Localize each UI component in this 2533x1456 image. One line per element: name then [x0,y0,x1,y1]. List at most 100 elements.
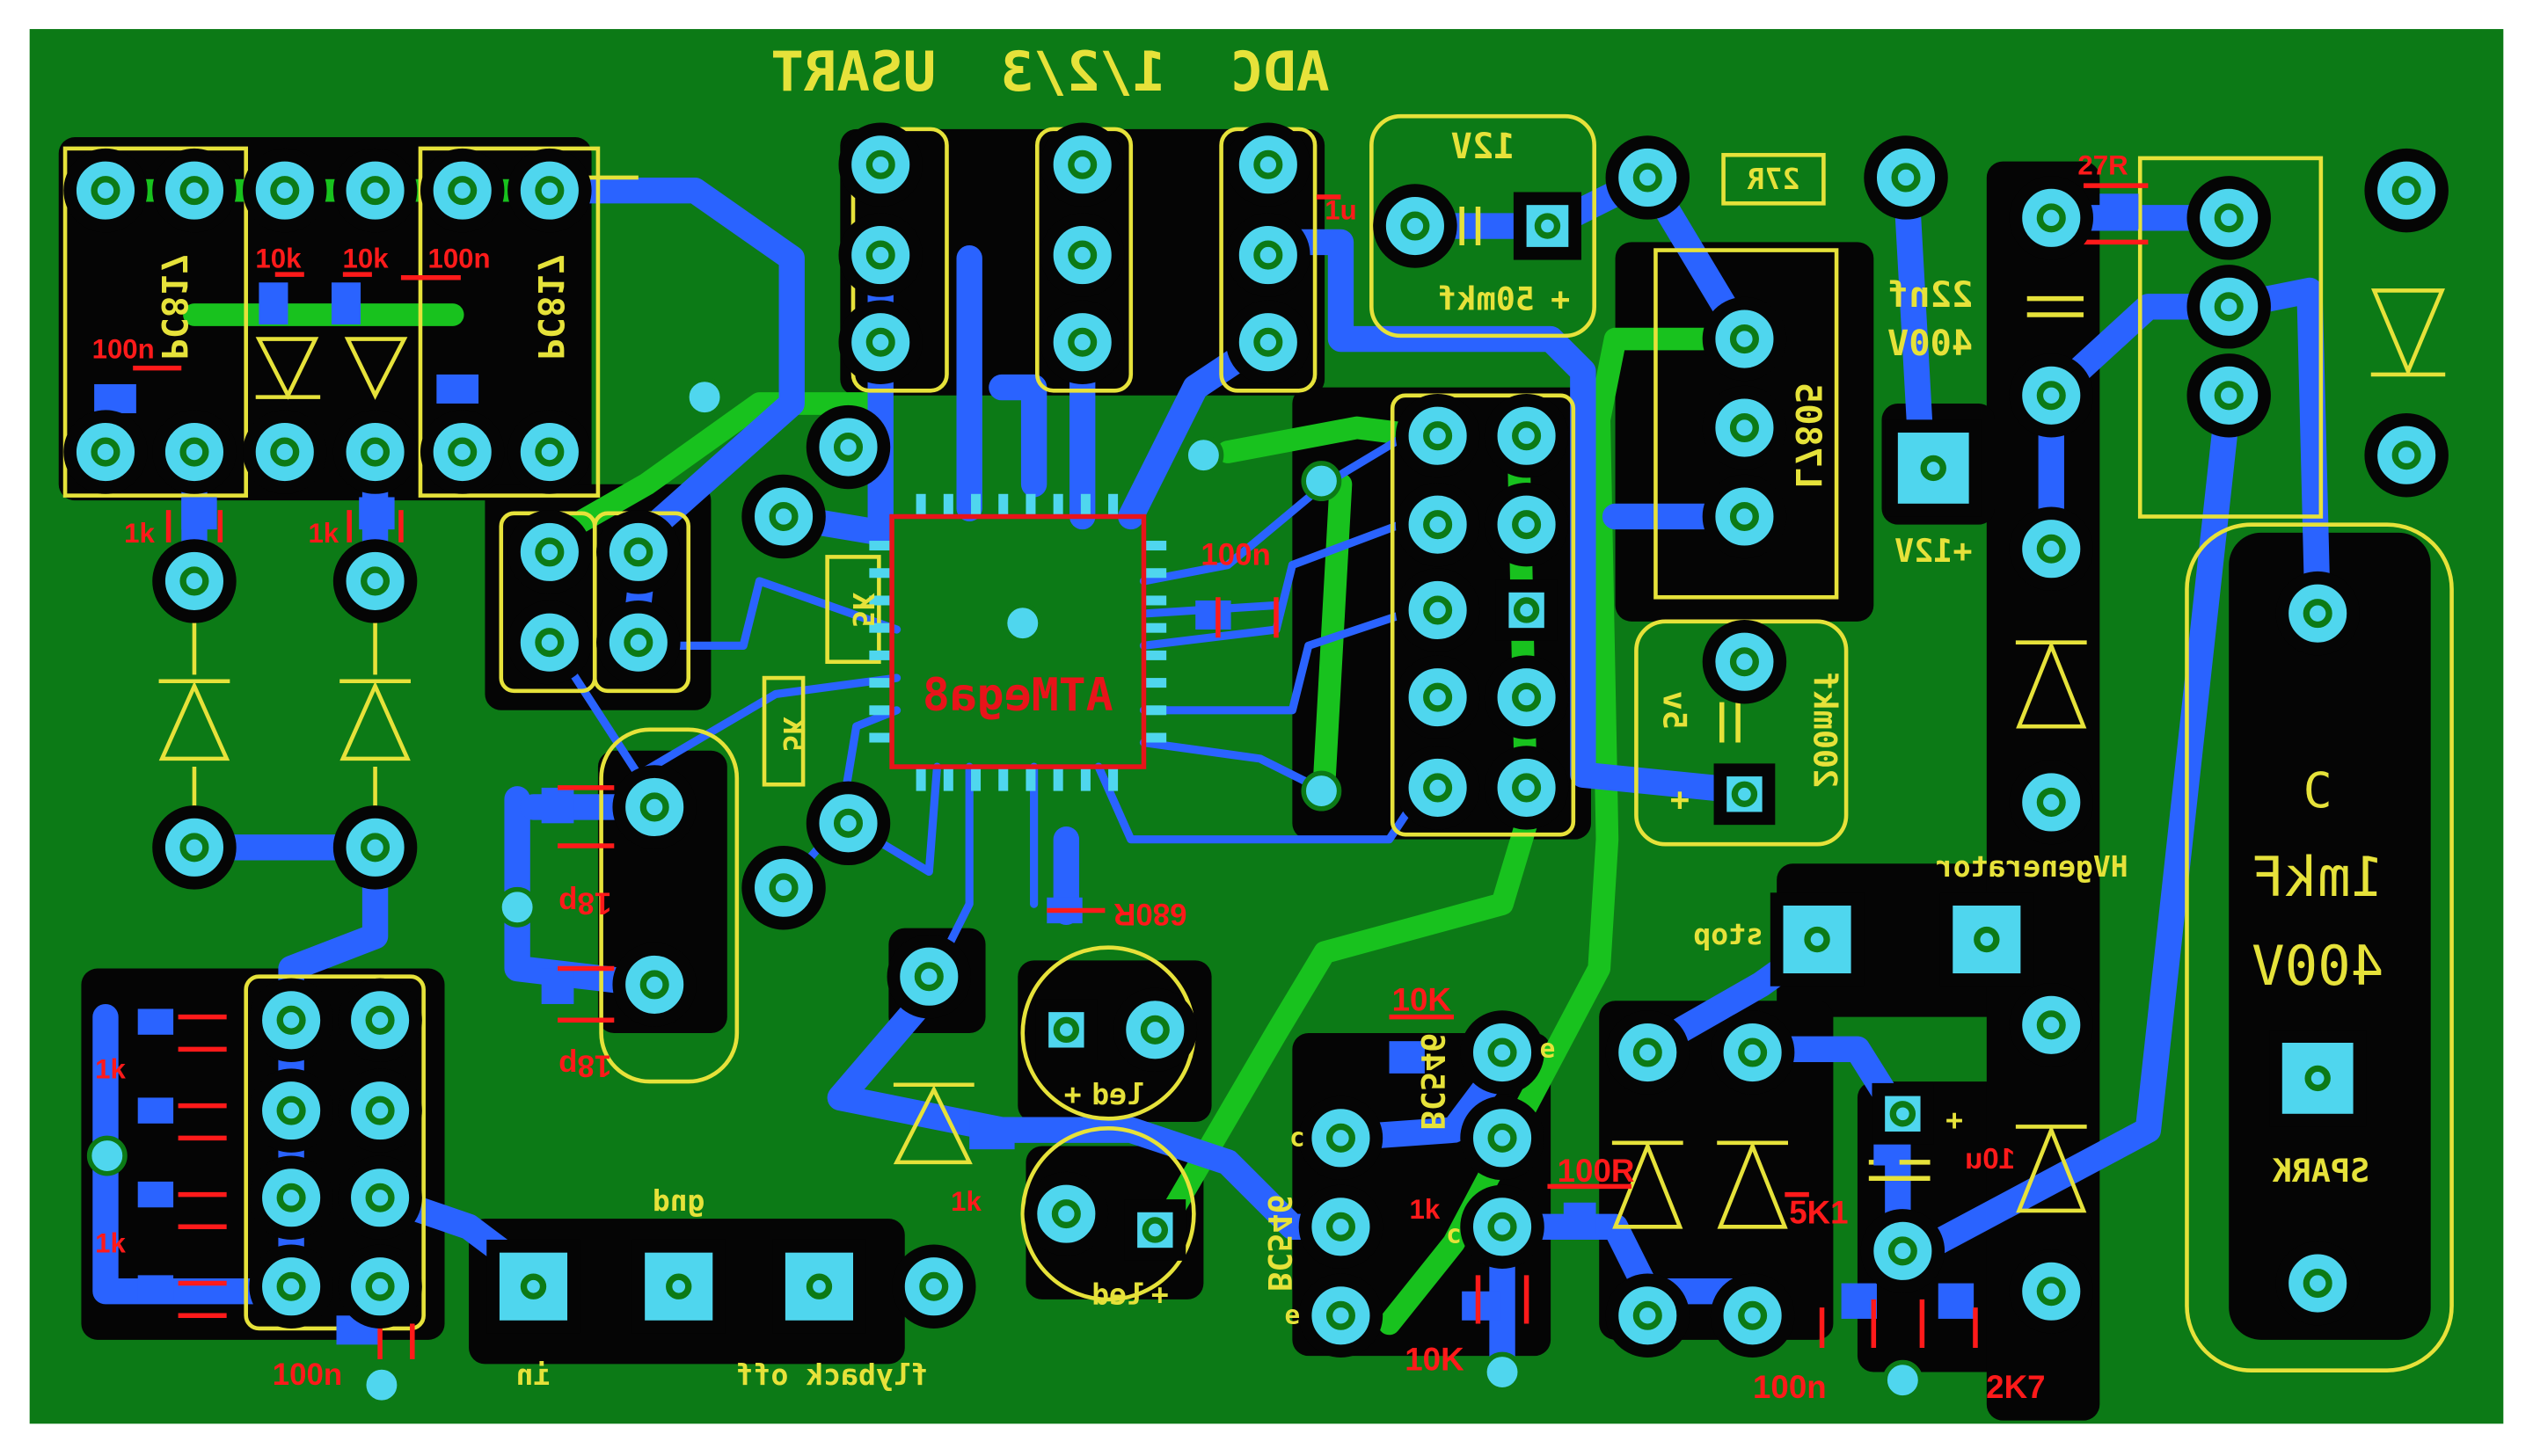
pad-drill-hole [2036,203,2066,233]
silkscreen-outlines [62,113,2454,1372]
through-hole-pad [2186,176,2271,260]
pad-drill-hole [448,437,478,467]
through-hole-pad [741,474,826,559]
chip-label: ATMega8 [923,669,1113,722]
pad-drill-hole [1068,149,1098,179]
pad-drill-hole [179,176,209,206]
square-pad [1713,763,1776,826]
pad-drill-hole [1051,1199,1081,1229]
bc546-upper-e: e [1540,1034,1556,1064]
pad-drill-hole [1632,163,1662,193]
chip-pin [1143,705,1167,716]
value-1k-d: 1k [95,1053,126,1084]
pad-drill-hole [1920,455,1946,482]
through-hole-pad [612,765,697,849]
through-hole-pad [507,600,592,685]
through-hole-pad [338,1244,422,1329]
pad-drill-hole [624,537,653,567]
through-hole-pad [2186,265,2271,349]
pad-drill-hole [91,437,120,467]
through-hole-pad [2364,148,2449,233]
pad-drill-hole [1325,1300,1355,1330]
pad-drill-hole [179,833,209,863]
plus12v-label: +12V [1894,532,1972,570]
cap-22nf-voltage: 400V [1887,323,1973,364]
through-hole-pad [2009,983,2093,1067]
chip-pin [1080,768,1091,791]
cap-12v-voltage: 12V [1451,126,1515,167]
through-hole-pad [1484,655,1569,739]
cap-5v-voltage: 5v [1656,691,1694,730]
value-18p-b: 18p [558,1049,611,1083]
pad-drill-hole [1487,1212,1517,1241]
pad-drill-hole [2036,787,2066,817]
through-hole-pad [63,148,148,233]
square-pad [1124,1199,1186,1261]
pad-drill-hole [2304,1065,2331,1092]
through-hole-pad [249,1068,333,1153]
bc546-lower-e: e [1285,1299,1301,1329]
chip-pin [1053,768,1063,791]
chip-pin [1143,622,1167,633]
through-hole-pad [338,1155,422,1240]
through-hole-pad [612,943,697,1027]
vias [86,376,1923,1406]
chip-pin [943,768,953,791]
value-10k-d: 10K [1405,1342,1464,1378]
bc546-upper-label: BC546 [1413,1033,1451,1130]
square-pad [631,1239,726,1334]
pad-drill-hole [91,176,120,206]
through-hole-pad [152,539,237,623]
pad-drill-hole [1513,597,1540,623]
resistor-5k-upper: 5K [846,593,880,628]
value-1k-e: 1k [95,1228,126,1259]
pad-drill-hole [1423,510,1453,540]
pad-drill-hole [833,433,864,462]
pad-drill-hole [639,792,669,822]
through-hole-pad [741,846,826,930]
pad-drill-hole [1423,595,1453,625]
pad-drill-hole [1423,682,1453,712]
pad-drill-hole [361,437,391,467]
pc817-right-label: PC817 [529,253,571,360]
through-hole-pad [1860,1209,1945,1293]
through-hole-pad [838,213,923,297]
value-2k7: 2K7 [1986,1369,2045,1405]
pad-drill-hole [1423,773,1453,803]
chip-pin [1143,595,1167,606]
pad-drill-hole [2214,292,2244,322]
pad-drill-hole [1423,421,1453,451]
pad-drill-hole [276,1183,306,1212]
through-hole-pad [152,805,237,890]
through-hole-pad [1460,1010,1544,1095]
through-hole-pad [1710,1273,1795,1358]
pad-drill-hole [361,833,391,863]
pad-drill-hole [365,1005,395,1035]
chip-pin [1053,493,1063,517]
square-pad [1770,892,1865,986]
through-hole-pad [1460,1096,1544,1181]
through-hole-pad [2009,760,2093,845]
through-hole-pad [1226,213,1310,297]
chip-pin [1143,732,1167,743]
in-label: in [516,1358,551,1392]
chip-pin [1080,493,1091,517]
big-cap-value: 1mkF [2252,845,2383,909]
through-hole-pad [243,410,327,494]
label-adc-channels: 1/2/3 [1001,40,1166,104]
pad-drill-hole [914,962,944,992]
through-hole-pad [1702,296,1787,382]
pad-drill-hole [1729,647,1759,677]
pad-drill-hole [179,566,209,596]
through-hole-pad [1702,474,1787,559]
gnd-label: gnd [653,1183,705,1218]
pad-drill-hole [276,1005,306,1035]
chip-pin [971,493,982,517]
pad-drill-hole [919,1271,949,1301]
through-hole-pad [1024,1171,1109,1256]
through-hole-pads [63,122,2449,1358]
through-hole-pad [1298,1096,1383,1181]
pad-drill-hole [2214,381,2244,411]
pad-drill-hole [1253,327,1283,357]
